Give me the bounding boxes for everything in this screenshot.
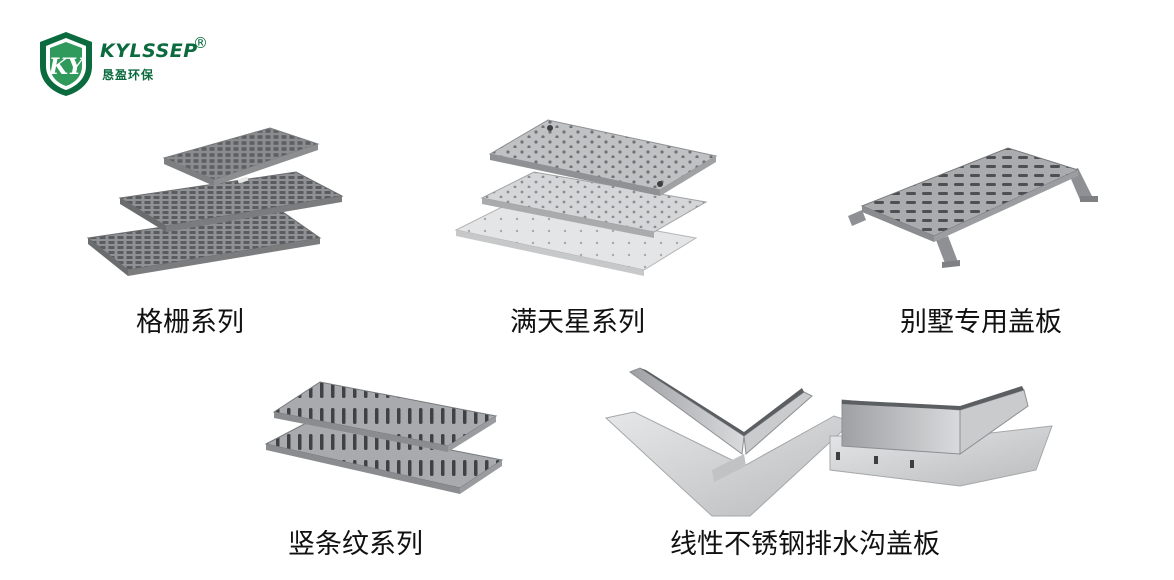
registered-mark: ®	[193, 34, 208, 52]
shield-icon: KY	[40, 32, 92, 96]
product-label-vertical-slot: 竖条纹系列	[288, 529, 423, 560]
product-label-linear-drain: 线性不锈钢排水沟盖板	[670, 529, 940, 560]
product-label-perforated: 满天星系列	[510, 307, 645, 338]
logo-letters: KY	[48, 54, 86, 80]
brand-logo: KY KYLSSEP ® 恳盈环保	[36, 30, 226, 102]
linear-drain-cover-image	[604, 367, 1053, 517]
product-label-villa-cover: 别墅专用盖板	[900, 307, 1062, 338]
brand-name-cn: 恳盈环保	[102, 68, 155, 82]
villa-cover-plate-image	[848, 147, 1098, 268]
product-label-grating: 格栅系列	[136, 307, 244, 338]
brand-name-en: KYLSSEP	[100, 40, 198, 62]
perforated-panels-image	[454, 119, 718, 276]
vertical-slot-panels-image	[264, 381, 504, 494]
grating-panels-image	[86, 127, 344, 276]
